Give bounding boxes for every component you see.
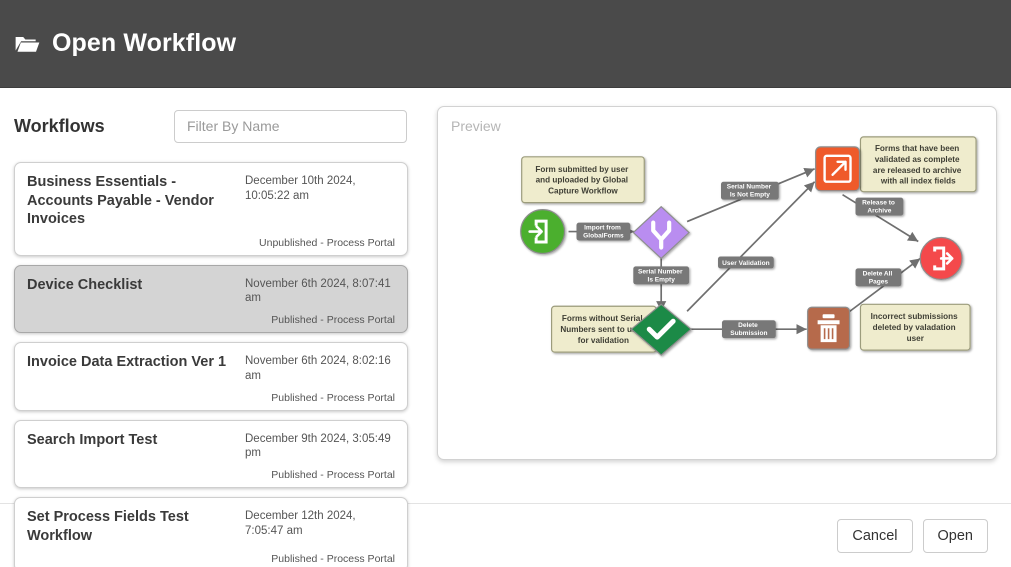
svg-text:User Validation: User Validation — [722, 260, 769, 267]
workflow-name: Set Process Fields Test Workflow — [27, 508, 189, 544]
note-validation: Forms without Serial Numbers sent to use… — [550, 305, 657, 353]
workflow-date: November 6th 2024, 8:07:41 am — [245, 277, 391, 305]
release-node[interactable] — [815, 146, 861, 192]
workflow-diagram[interactable]: Form submitted by user and uploaded by G… — [438, 107, 996, 460]
list-item[interactable]: Business Essentials - Accounts Payable -… — [14, 162, 408, 256]
svg-text:Delete All Pages: Delete All Pages — [863, 270, 895, 285]
list-item[interactable]: Search Import Test December 9th 2024, 3:… — [14, 419, 408, 488]
workflow-date: December 12th 2024, 7:05:47 am — [245, 509, 356, 537]
trash-node[interactable] — [807, 306, 851, 350]
list-item[interactable]: Set Process Fields Test Workflow Decembe… — [14, 496, 408, 567]
list-item-row: Invoice Data Extraction Ver 1 November 6… — [27, 353, 395, 383]
preview-pane: Preview — [425, 88, 1011, 503]
cancel-button[interactable]: Cancel — [837, 518, 913, 553]
svg-text:Serial Number Is E: Serial Number Is Empty — [638, 268, 684, 283]
svg-text:Forms that have been: Forms that have been validated as comple… — [873, 144, 964, 186]
svg-text:Release to Archive: Release to Archive — [862, 200, 897, 215]
workflow-date: November 6th 2024, 8:02:16 am — [245, 355, 391, 382]
open-button[interactable]: Open — [922, 518, 988, 553]
edge-user-validation: User Validation — [717, 256, 774, 269]
import-node[interactable] — [520, 209, 566, 255]
workflow-name: Device Checklist — [27, 276, 143, 293]
folder-open-icon — [15, 36, 40, 52]
workflow-name: Search Import Test — [27, 431, 158, 448]
svg-text:Incorrect submissions: Incorrect submissions deleted by valadat… — [871, 312, 960, 343]
svg-text:Serial Number Is N: Serial Number Is Not Empty — [727, 184, 773, 199]
workflow-list-header: Workflows — [0, 106, 425, 146]
workflow-list: Business Essentials - Accounts Payable -… — [0, 162, 425, 567]
workflows-heading: Workflows — [14, 115, 105, 136]
edge-import: Import from GlobalForms — [576, 222, 631, 241]
note-archive: Forms that have been validated as comple… — [859, 136, 977, 193]
svg-text:Import from Global: Import from GlobalForms — [583, 225, 624, 240]
workflow-name: Invoice Data Extraction Ver 1 — [27, 354, 227, 371]
svg-text:Form submitted by user: Form submitted by user and uploaded by G… — [535, 165, 630, 196]
edge-delete-all-pages: Delete All Pages — [855, 268, 902, 287]
list-item[interactable]: Invoice Data Extraction Ver 1 November 6… — [14, 342, 408, 411]
edge-delete-submission: Delete Submission — [721, 320, 776, 339]
workflow-list-pane: Workflows Business Essentials - Accounts… — [0, 88, 425, 567]
split-node[interactable] — [632, 205, 690, 260]
page-title: Open Workflow — [52, 29, 237, 57]
list-item[interactable]: Device Checklist November 6th 2024, 8:07… — [14, 264, 408, 334]
edge-serial-empty: Serial Number Is Empty — [633, 266, 690, 285]
preview-label: Preview — [451, 118, 501, 134]
status-badge: Published - Process Portal — [271, 391, 395, 404]
workflow-date: December 10th 2024, 10:05:22 am — [245, 175, 356, 202]
status-badge: Published - Process Portal — [271, 468, 395, 481]
preview-box: Preview — [437, 106, 997, 460]
list-item-row: Business Essentials - Accounts Payable -… — [27, 173, 395, 229]
dialog-body: Workflows Business Essentials - Accounts… — [0, 88, 1011, 567]
exit-node[interactable] — [919, 236, 963, 280]
svg-text:Delete Submission: Delete Submission — [730, 322, 767, 337]
filter-by-name-input[interactable] — [174, 109, 407, 143]
svg-text:Forms without Serial: Forms without Serial Numbers sent to use… — [560, 314, 646, 345]
dialog-header: Open Workflow — [0, 0, 1011, 88]
status-badge: Published - Process Portal — [271, 314, 395, 327]
edge-serial-not-empty: Serial Number Is Not Empty — [720, 181, 779, 200]
list-item-row: Device Checklist November 6th 2024, 8:07… — [27, 276, 395, 306]
status-badge: Published - Process Portal — [271, 553, 395, 566]
workflow-name: Business Essentials - Accounts Payable -… — [27, 174, 214, 228]
validate-node[interactable] — [630, 303, 693, 356]
list-item-row: Search Import Test December 9th 2024, 3:… — [27, 431, 395, 461]
status-badge: Unpublished - Process Portal — [259, 236, 395, 249]
note-start: Form submitted by user and uploaded by G… — [521, 156, 645, 204]
note-delete: Incorrect submissions deleted by valadat… — [859, 303, 971, 351]
edge-release-archive: Release to Archive — [855, 197, 904, 216]
list-item-row: Set Process Fields Test Workflow Decembe… — [27, 508, 395, 545]
workflow-date: December 9th 2024, 3:05:49 pm — [245, 432, 391, 460]
